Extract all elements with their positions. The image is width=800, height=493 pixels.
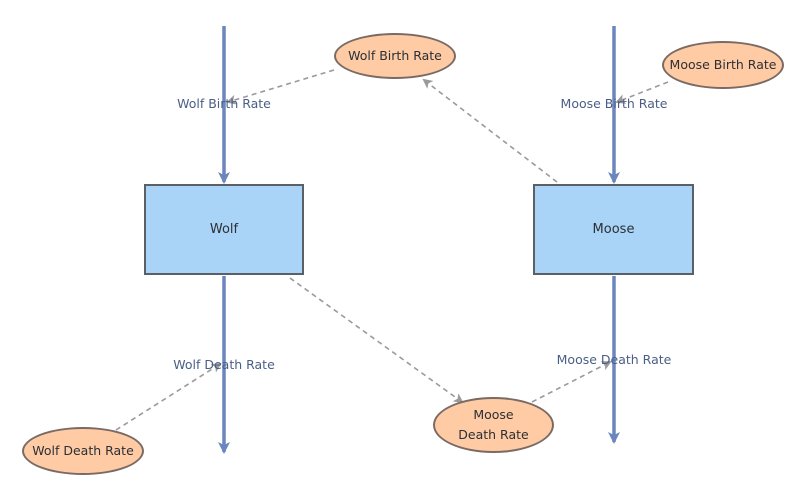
- wolf-death-rate-converter[interactable]: Wolf Death Rate: [22, 427, 144, 475]
- wolf-stock-label: Wolf: [209, 222, 239, 237]
- link-wolf-birth-rate-to-flow[interactable]: [226, 69, 335, 105]
- moose-birth-rate-converter[interactable]: Moose Birth Rate: [662, 41, 784, 89]
- moose-birth-flow-label: Moose Birth Rate: [560, 96, 668, 111]
- moose-birth-rate-converter-label: Moose Birth Rate: [669, 57, 777, 72]
- moose-death-rate-converter[interactable]: Moose Death Rate: [433, 397, 554, 453]
- wolf-birth-rate-converter-label: Wolf Birth Rate: [348, 48, 442, 63]
- wolf-death-rate-converter-label: Wolf Death Rate: [32, 443, 134, 458]
- moose-death-rate-converter-label: Moose Death Rate: [458, 407, 529, 442]
- wolf-stock[interactable]: Wolf: [144, 184, 304, 275]
- moose-stock-label: Moose: [592, 222, 635, 237]
- moose-stock[interactable]: Moose: [533, 184, 694, 275]
- link-wolf-to-moose-death-rate[interactable]: [289, 277, 464, 404]
- wolf-death-flow-label: Wolf Death Rate: [173, 357, 275, 372]
- moose-death-flow-label: Moose Death Rate: [556, 352, 672, 367]
- wolf-birth-flow-label: Wolf Birth Rate: [177, 96, 271, 111]
- link-wolf-death-rate-to-flow[interactable]: [115, 362, 222, 431]
- link-moose-birth-rate-to-flow[interactable]: [615, 81, 669, 104]
- link-moose-death-rate-to-flow[interactable]: [531, 361, 612, 403]
- link-moose-to-wolf-birth-rate[interactable]: [422, 78, 558, 183]
- wolf-birth-rate-converter[interactable]: Wolf Birth Rate: [334, 33, 456, 79]
